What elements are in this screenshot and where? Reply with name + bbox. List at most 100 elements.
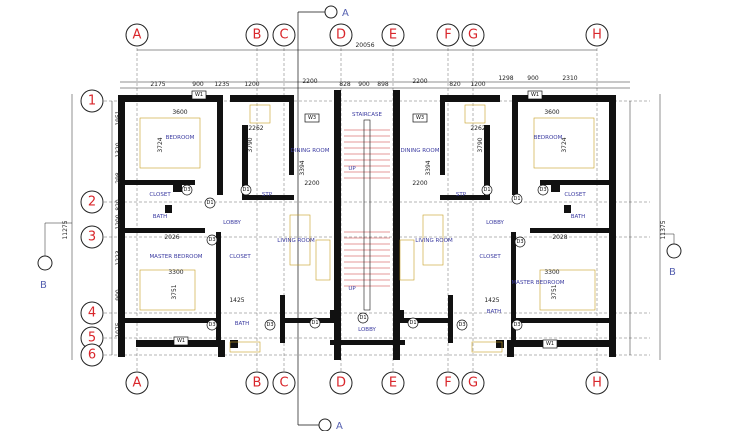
svg-text:1223: 1223	[115, 250, 122, 265]
grid-col-e-bottom-label: E	[389, 376, 397, 391]
svg-text:820: 820	[449, 81, 461, 88]
grid-col-a-top-label: A	[133, 28, 142, 43]
svg-text:1951: 1951	[115, 110, 122, 125]
svg-text:D1: D1	[483, 187, 490, 193]
svg-text:900: 900	[527, 75, 539, 82]
grid-col-g-top-bubble	[461, 23, 485, 47]
svg-text:D3: D3	[266, 322, 273, 328]
svg-text:1235: 1235	[214, 81, 229, 88]
grid-row-1-label: 1	[88, 94, 96, 109]
stp-right: STP	[456, 192, 467, 198]
grid-col-d-bottom-bubble	[329, 371, 353, 395]
grid-row-5-label: 5	[88, 331, 96, 346]
grid-col-a-top-bubble	[125, 23, 149, 47]
svg-text:3394: 3394	[299, 160, 306, 175]
door-window-tags: D3 D1 D1 D3 D3 D3 D1 D1 D1 D3 D3 D3 D1 D…	[173, 90, 558, 349]
grid-row-2-bubble	[80, 190, 104, 214]
room-bedroom-right: BEDROOM	[534, 135, 563, 141]
svg-text:2026: 2026	[164, 234, 179, 241]
svg-text:900: 900	[192, 81, 204, 88]
section-a-top-label: A	[342, 8, 349, 19]
grid-col-f-top-label: F	[444, 28, 451, 43]
room-lobby-left: LOBBY	[223, 220, 241, 226]
svg-text:3790: 3790	[477, 137, 484, 152]
svg-text:D3: D3	[458, 322, 465, 328]
svg-text:D3: D3	[513, 322, 520, 328]
room-closet-right-top: CLOSET	[564, 192, 586, 198]
svg-text:2200: 2200	[412, 78, 427, 85]
svg-text:820: 820	[115, 199, 122, 211]
svg-text:D1: D1	[513, 196, 520, 202]
svg-text:W1: W1	[177, 338, 185, 344]
grid-col-b-top-label: B	[253, 28, 262, 43]
stair-up-bottom: UP	[348, 286, 356, 292]
grid-row-1-bubble	[80, 89, 104, 113]
svg-text:3300: 3300	[168, 269, 183, 276]
svg-text:3600: 3600	[544, 109, 559, 116]
room-dining-left: DINING ROOM	[291, 148, 330, 154]
svg-text:3724: 3724	[561, 137, 568, 152]
svg-text:D3: D3	[208, 237, 215, 243]
svg-text:W1: W1	[195, 92, 203, 98]
svg-text:W3: W3	[416, 115, 424, 121]
svg-text:D1: D1	[311, 320, 318, 326]
room-closet-right-bottom: CLOSET	[479, 254, 501, 260]
svg-text:D1: D1	[409, 320, 416, 326]
grid-col-f-top-bubble	[436, 23, 460, 47]
grid-row-4-label: 4	[88, 306, 96, 321]
svg-text:1298: 1298	[498, 75, 513, 82]
svg-text:828: 828	[339, 81, 351, 88]
section-b-left-label: B	[40, 280, 47, 291]
svg-text:3751: 3751	[551, 284, 558, 299]
section-b-left-bubble	[37, 255, 53, 271]
grid-row-6-bubble	[80, 343, 104, 367]
dimension-lines	[44, 49, 675, 360]
room-living-right: LIVING ROOM	[415, 238, 453, 244]
room-dining-right: DINING ROOM	[401, 148, 440, 154]
svg-text:298: 298	[115, 172, 122, 184]
top-dimension-texts: 20056 2175 900 1235 1200 2200 828 900 89…	[150, 42, 577, 88]
grid-col-b-top-bubble	[245, 23, 269, 47]
svg-text:2200: 2200	[302, 78, 317, 85]
grid-col-c-top-label: C	[279, 28, 288, 43]
svg-text:1200: 1200	[470, 81, 485, 88]
room-bedroom-left: BEDROOM	[166, 135, 195, 141]
room-bath-right-top: BATH	[571, 214, 586, 220]
grid-col-d-top-label: D	[336, 28, 346, 43]
overall-width-dim: 20056	[355, 42, 374, 49]
grid-col-c-bottom-bubble	[272, 371, 296, 395]
room-living-left: LIVING ROOM	[277, 238, 315, 244]
section-markers: A A B B	[37, 5, 682, 431]
grid-row-6-label: 6	[88, 348, 96, 363]
room-closet-left-top: CLOSET	[149, 192, 171, 198]
room-lobby-right: LOBBY	[486, 220, 504, 226]
grid-col-h-bottom-label: H	[592, 376, 602, 391]
grid-col-e-top-bubble	[381, 23, 405, 47]
grid-col-e-bottom-bubble	[381, 371, 405, 395]
grid-row-2-label: 2	[88, 195, 96, 210]
section-b-right-bubble	[666, 243, 682, 259]
grid-col-f-bottom-bubble	[436, 371, 460, 395]
room-staircase: STAIRCASE	[352, 112, 382, 118]
svg-text:3790: 3790	[247, 137, 254, 152]
grid-col-g-bottom-label: G	[468, 376, 478, 391]
room-lobby-center: LOBBY	[358, 327, 376, 333]
svg-text:2175: 2175	[150, 81, 165, 88]
section-a-bottom-label: A	[336, 421, 343, 431]
grid-row-3-bubble	[80, 225, 104, 249]
room-bath-left-bottom: BATH	[235, 321, 250, 327]
overall-height-right-dim: 11375	[660, 220, 667, 239]
room-master-right: MASTER BEDROOM	[511, 280, 564, 286]
grid-row-3-label: 3	[88, 230, 96, 245]
grid-col-b-bottom-bubble	[245, 371, 269, 395]
svg-text:1425: 1425	[484, 297, 499, 304]
svg-text:D3: D3	[183, 187, 190, 193]
grid-col-e-top-label: E	[389, 28, 397, 43]
svg-text:1200: 1200	[115, 214, 122, 229]
grid-col-b-bottom-label: B	[253, 376, 262, 391]
walls	[118, 90, 616, 360]
grid-col-c-bottom-label: C	[279, 376, 288, 391]
room-bath-left-top: BATH	[153, 214, 168, 220]
grid-col-g-top-label: G	[468, 28, 478, 43]
